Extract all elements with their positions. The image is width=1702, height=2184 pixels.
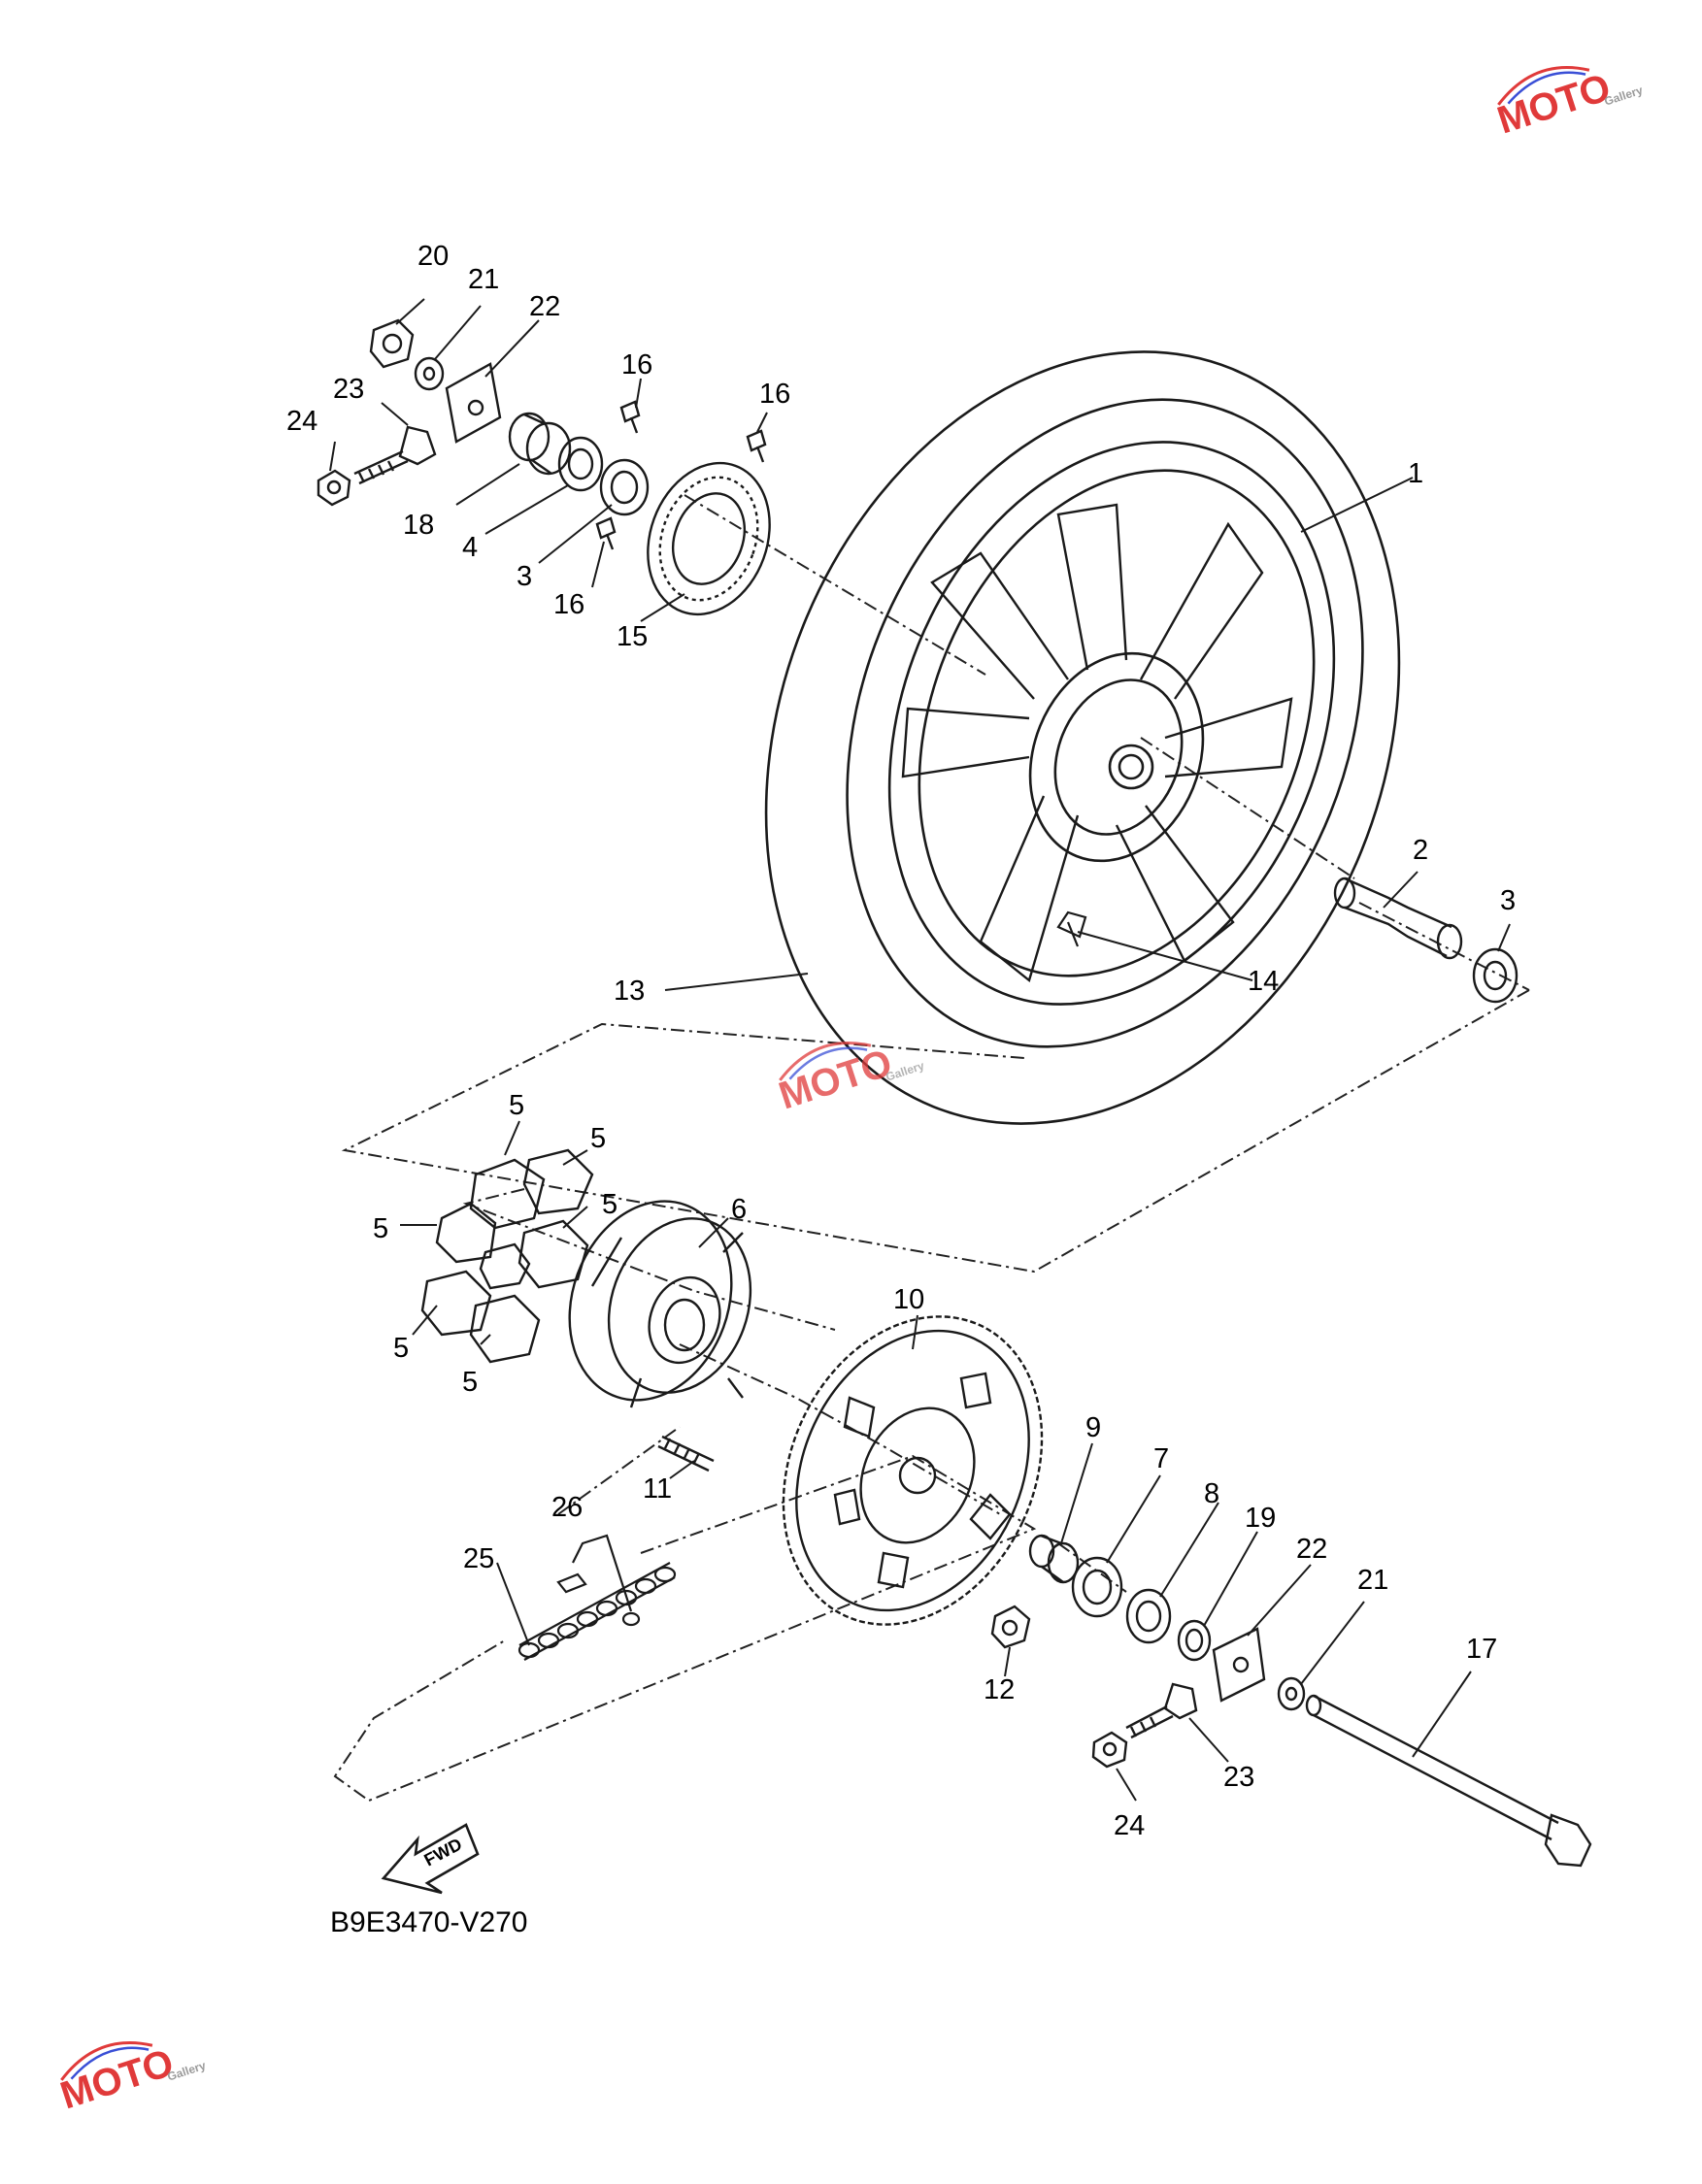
part-23-bolt-right [1125, 1682, 1198, 1739]
callout-5: 5 [462, 1367, 478, 1398]
callout-13: 13 [614, 976, 645, 1007]
callout-5: 5 [373, 1213, 388, 1244]
callout-19: 19 [1245, 1503, 1276, 1534]
rim-inner [918, 469, 1316, 977]
part-2-collar [1333, 877, 1463, 960]
callout-9: 9 [1085, 1412, 1101, 1443]
guide-lines [333, 494, 1530, 1803]
callout-18: 18 [403, 510, 434, 541]
part-5-dampers [420, 1148, 594, 1364]
callout-10: 10 [893, 1284, 924, 1315]
callout-6: 6 [731, 1194, 747, 1225]
part-16-screws [595, 400, 767, 550]
part-4-seal [557, 436, 604, 492]
lower-right-parts [657, 1435, 1592, 1868]
watermark-text: MOTO [1492, 66, 1616, 143]
callout-2: 2 [1413, 835, 1428, 866]
callout-12: 12 [984, 1674, 1015, 1705]
callout-22: 22 [1296, 1534, 1327, 1565]
part-21-washer-right [1277, 1676, 1306, 1711]
wheel-spokes [901, 503, 1293, 983]
tire-outer [764, 350, 1401, 1125]
watermark-logo-bottom-left: MOTO Gallery [55, 2041, 208, 2118]
callout-5: 5 [509, 1090, 524, 1121]
callout-24: 24 [1114, 1810, 1145, 1841]
part-17-axle [1305, 1694, 1592, 1868]
part-3-bearing-right [1472, 947, 1518, 1004]
part-26-chain-joint [556, 1534, 641, 1627]
watermark-text: MOTO [55, 2041, 179, 2118]
callout-5: 5 [393, 1333, 409, 1364]
hub-outer [1028, 651, 1205, 863]
part-6-clutch-hub [568, 1200, 752, 1408]
callout-22: 22 [529, 291, 560, 322]
tire-inner [846, 398, 1364, 1048]
callout-23: 23 [1223, 1762, 1254, 1793]
part-18-collar [508, 412, 572, 476]
callout-7: 7 [1153, 1443, 1169, 1474]
part-25-chain [517, 1562, 677, 1661]
callout-5: 5 [590, 1123, 606, 1154]
part-19-collar [1177, 1619, 1212, 1662]
part-7-bearing [1071, 1556, 1123, 1618]
part-10-sprocket [782, 1315, 1044, 1626]
part-15-sensor-rotor [647, 461, 771, 616]
watermark-logo-top-right: MOTO Gallery [1492, 66, 1645, 143]
callout-14: 14 [1248, 966, 1279, 997]
part-20-nut [369, 318, 415, 369]
part-22-plate [445, 362, 502, 444]
callout-labels: 1 2 3 3 4 5 5 5 5 5 5 5 6 7 8 9 10 11 12… [286, 241, 1516, 1841]
callout-26: 26 [551, 1492, 583, 1523]
callout-15: 15 [617, 621, 648, 652]
part-9-collar [1028, 1534, 1080, 1584]
callout-11: 11 [643, 1473, 672, 1505]
callout-23: 23 [333, 374, 364, 405]
valve [1056, 910, 1087, 947]
part-24-nut [317, 469, 351, 507]
part-23-bolt [353, 425, 437, 485]
callout-5: 5 [602, 1189, 617, 1220]
rear-wheel-assembly [764, 350, 1401, 1125]
callout-16: 16 [621, 349, 652, 381]
callout-8: 8 [1204, 1478, 1219, 1509]
right-axle-parts [1333, 877, 1518, 1004]
callout-21: 21 [468, 264, 499, 295]
damper-and-hub [420, 1148, 752, 1408]
fwd-arrow-icon: FWD [381, 1823, 480, 1895]
diagram-code: B9E3470-V270 [330, 1906, 528, 1938]
hub-inner [1053, 678, 1184, 836]
part-22-plate-right [1212, 1627, 1266, 1703]
callout-25: 25 [463, 1543, 494, 1574]
callout-4: 4 [462, 532, 478, 563]
callout-16: 16 [759, 379, 790, 410]
callout-3: 3 [1500, 885, 1516, 916]
part-8-seal [1125, 1588, 1172, 1644]
callout-21: 21 [1357, 1565, 1388, 1596]
hub-bore [1108, 744, 1154, 790]
callout-17: 17 [1466, 1634, 1497, 1665]
callout-16: 16 [553, 589, 584, 620]
watermark-logo-center: MOTO Gallery [774, 1042, 926, 1118]
part-21-washer [414, 356, 445, 391]
callout-3: 3 [517, 561, 532, 592]
watermark-text: MOTO [774, 1042, 897, 1118]
part-3-bearing [599, 458, 650, 516]
callout-20: 20 [417, 241, 449, 272]
callout-1: 1 [1408, 458, 1423, 489]
part-11-stud [657, 1435, 715, 1473]
upper-parts [317, 318, 771, 616]
part-12-nut [990, 1605, 1031, 1649]
rim-outer [887, 441, 1336, 1006]
part-24-nut-right [1091, 1731, 1128, 1769]
leader-lines [329, 298, 1511, 1802]
callout-24: 24 [286, 406, 317, 437]
